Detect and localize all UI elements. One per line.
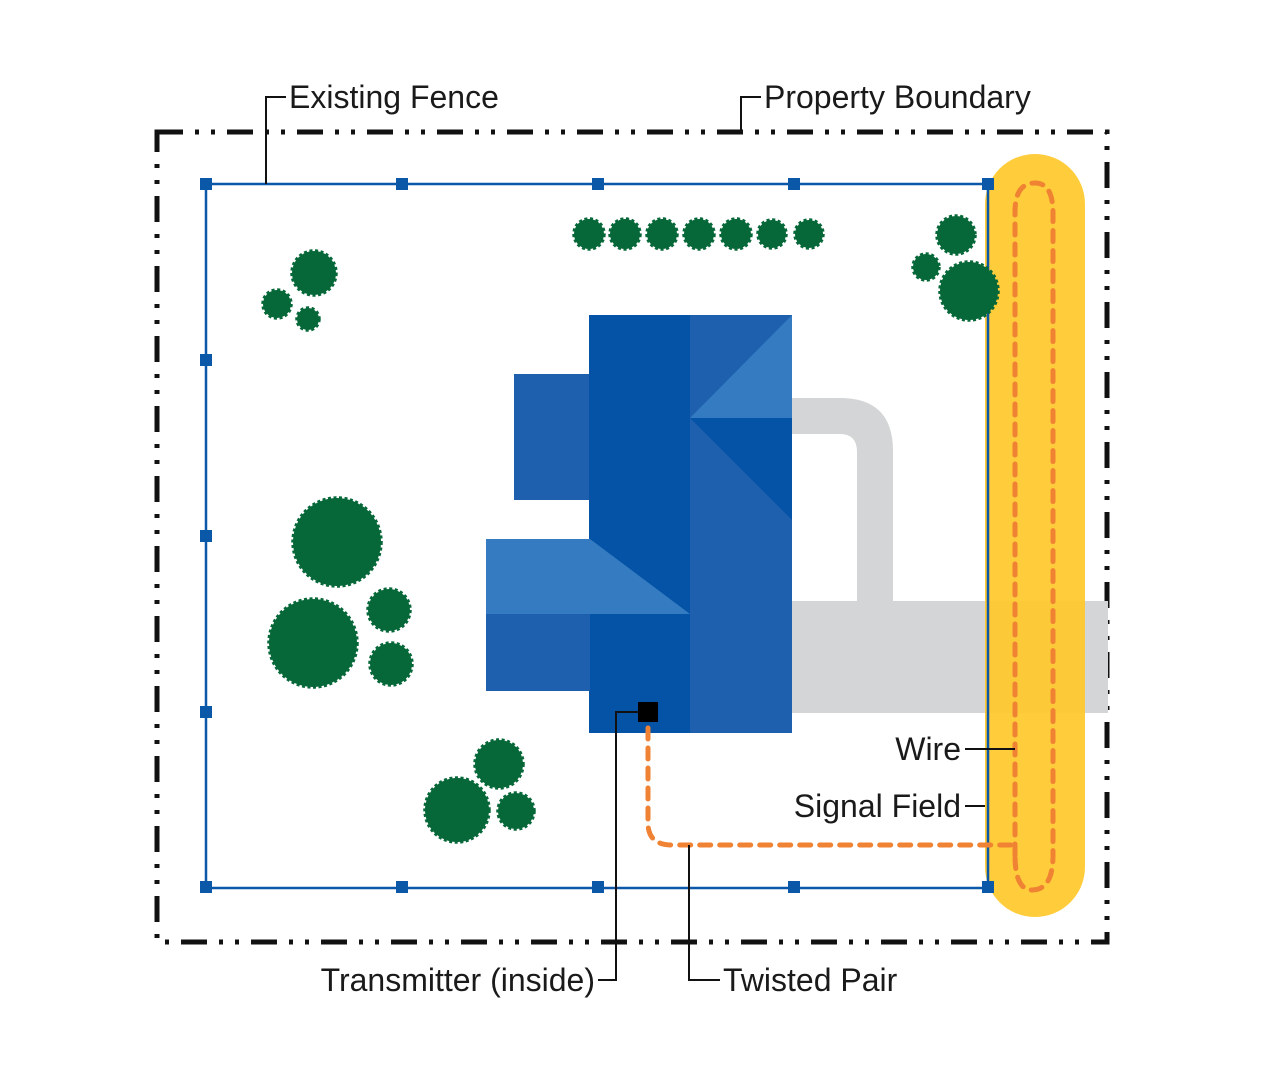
twisted-pair-leader <box>688 845 720 981</box>
tree-icon <box>423 776 491 844</box>
tree-icon <box>645 217 679 251</box>
tree-icon <box>911 252 941 282</box>
tree-icon <box>366 587 412 633</box>
transmitter-label: Transmitter (inside) <box>321 962 595 998</box>
tree-icon <box>608 217 642 251</box>
signal-field-label: Signal Field <box>794 788 961 824</box>
tree-icon <box>682 217 716 251</box>
tree-icon <box>572 217 606 251</box>
tree-icon <box>267 597 359 689</box>
existing-fence <box>200 178 994 893</box>
trees <box>261 214 1000 844</box>
tree-icon <box>496 791 536 831</box>
existing-fence-leader <box>265 96 286 184</box>
tree-icon <box>938 260 1000 322</box>
tree-icon <box>295 306 321 332</box>
wire-loop <box>1012 180 1056 893</box>
property-boundary <box>154 129 1110 945</box>
tree-icon <box>719 217 753 251</box>
fence-posts <box>200 178 994 893</box>
tree-icon <box>756 218 788 250</box>
tree-icon <box>935 214 977 256</box>
tree-icon <box>793 218 825 250</box>
twisted-pair-wire <box>645 725 1018 848</box>
tree-icon <box>291 496 383 588</box>
transmitter-box-icon <box>638 702 658 722</box>
leader-lines <box>265 96 1015 981</box>
existing-fence-label: Existing Fence <box>289 79 499 115</box>
signal-field <box>985 154 1085 917</box>
twisted-pair-label: Twisted Pair <box>723 962 898 998</box>
transmitter-leader <box>598 711 638 981</box>
tree-icon <box>368 641 414 687</box>
tree-icon <box>290 249 338 297</box>
property-boundary-label: Property Boundary <box>764 79 1031 115</box>
property-boundary-leader <box>740 96 761 132</box>
house <box>486 315 792 733</box>
tree-icon <box>261 288 293 320</box>
wire-label: Wire <box>895 731 961 767</box>
tree-icon <box>473 738 525 790</box>
